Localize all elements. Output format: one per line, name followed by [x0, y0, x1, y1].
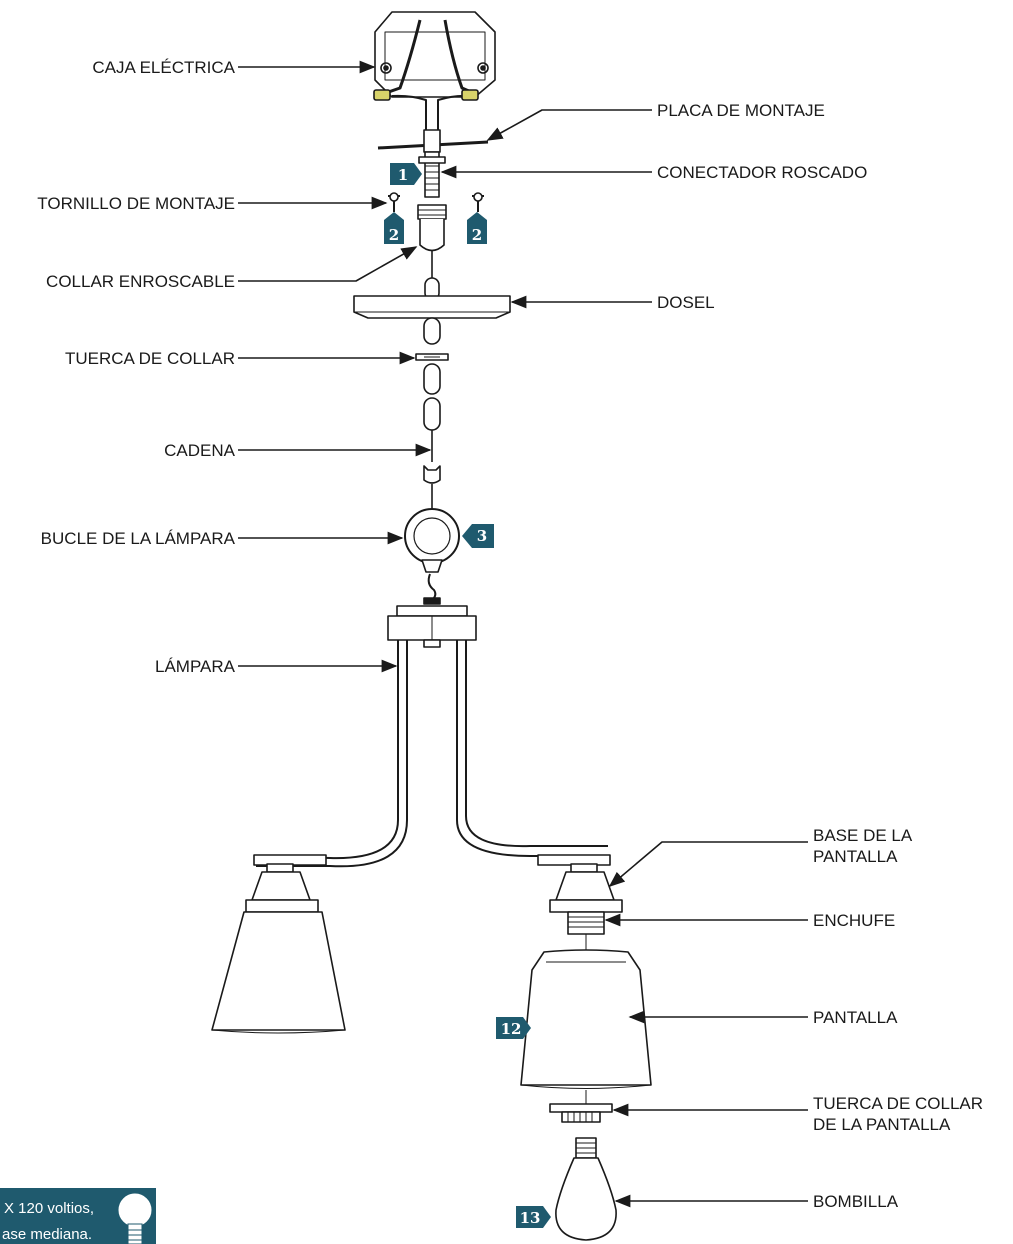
step-badge-13: 13: [516, 1206, 551, 1228]
chain: [415, 317, 449, 510]
bulb: [555, 1137, 617, 1241]
electrical-box: [373, 11, 496, 135]
label-pantalla: PANTALLA: [813, 1008, 898, 1027]
label-conectador-roscado: CONECTADOR ROSCADO: [657, 163, 868, 182]
shade-collar-nut: [549, 1103, 613, 1123]
label-base-de-la-pantalla: BASE DE LA PANTALLA: [813, 826, 912, 866]
svg-text:1: 1: [398, 166, 408, 184]
right-shade-base: [549, 863, 623, 913]
bulb-icon: [117, 1192, 153, 1244]
label-enchufe: ENCHUFE: [813, 911, 896, 930]
step-badge-2a: 2: [384, 212, 404, 244]
bulb-spec-note: X 120 voltios, ase mediana.: [0, 1188, 156, 1244]
label-tornillo-de-montaje: TORNILLO DE MONTAJE: [37, 194, 235, 213]
socket: [567, 911, 605, 950]
fixture-body: [253, 605, 611, 868]
step-badges: 1 2 2 3 12 13: [384, 163, 551, 1228]
screw-collar: [417, 204, 447, 252]
label-lampara: LÁMPARA: [155, 657, 235, 676]
step-badge-12: 12: [496, 1017, 531, 1039]
left-shade: [211, 863, 346, 1034]
leader-collar-enroscable: [238, 246, 418, 282]
label-caja-electrica: CAJA ELÉCTRICA: [92, 58, 235, 77]
mounting-plate: [377, 129, 489, 153]
label-dosel: DOSEL: [657, 293, 715, 312]
svg-text:13: 13: [520, 1209, 541, 1227]
label-collar-enroscable: COLLAR ENROSCABLE: [46, 272, 235, 291]
leader-lines: [238, 60, 808, 1208]
svg-text:12: 12: [501, 1020, 522, 1038]
label-cadena: CADENA: [164, 441, 235, 460]
svg-text:2: 2: [472, 226, 482, 244]
svg-text:3: 3: [477, 527, 487, 545]
label-tuerca-de-collar-de-la-pantalla: TUERCA DE COLLAR DE LA PANTALLA: [813, 1094, 984, 1134]
label-bucle-de-la-lampara: BUCLE DE LA LÁMPARA: [40, 529, 235, 548]
leader-placa-de-montaje: [486, 109, 652, 141]
label-bombilla: BOMBILLA: [813, 1192, 899, 1211]
chain-upper: [424, 250, 440, 301]
step-badge-2b: 2: [467, 212, 487, 244]
leader-base-de-la-pantalla: [608, 841, 808, 888]
threaded-connector: [418, 151, 446, 198]
step-badge-3: 3: [462, 524, 494, 548]
step-badge-1: 1: [390, 163, 422, 185]
label-tuerca-de-collar: TUERCA DE COLLAR: [64, 349, 235, 368]
canopy: [353, 295, 511, 319]
svg-text:X 120 voltios,: X 120 voltios,: [4, 1200, 94, 1217]
fixture-loop: [404, 508, 460, 605]
mounting-screws: [388, 192, 484, 212]
svg-text:2: 2: [389, 226, 399, 244]
right-shade: [520, 949, 652, 1104]
svg-text:ase mediana.: ase mediana.: [2, 1226, 92, 1243]
label-placa-de-montaje: PLACA DE MONTAJE: [657, 101, 825, 120]
